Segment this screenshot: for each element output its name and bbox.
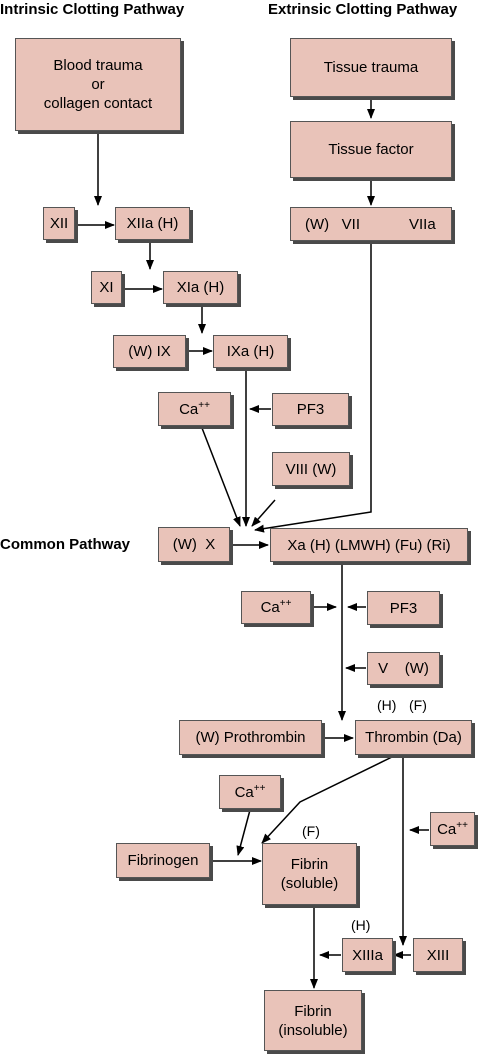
- fibrin-insoluble-box: Fibrin (insoluble): [264, 990, 362, 1051]
- arrow-viia-to-xa: [254, 243, 372, 533]
- tissue-factor-box: Tissue factor: [290, 121, 452, 178]
- factor-ix-box: (W) IX: [113, 335, 186, 368]
- factor-viii-box: VIII (W): [272, 452, 350, 486]
- factor-vii-label: (W) VII: [305, 215, 360, 233]
- factor-xiia-box: XIIa (H): [115, 207, 190, 240]
- calcium-box-3: Ca++: [219, 775, 281, 809]
- calcium-text-1: Ca++: [179, 399, 210, 418]
- calcium-box-2: Ca++: [241, 591, 311, 624]
- calcium-text-4: Ca++: [437, 819, 468, 838]
- fibrin-fondaparinux-label: (F): [302, 823, 320, 839]
- prothrombin-box: (W) Prothrombin: [179, 720, 322, 755]
- factor-xi-box: XI: [91, 271, 122, 304]
- thrombin-heparin-label: (H): [377, 697, 397, 713]
- fibrin-insoluble-line-1: Fibrin: [294, 1002, 332, 1020]
- calcium-box-4: Ca++: [430, 812, 475, 846]
- fibrin-soluble-box: Fibrin (soluble): [262, 843, 357, 905]
- factor-ixa-box: IXa (H): [213, 335, 288, 368]
- blood-trauma-line-1: Blood trauma: [53, 57, 143, 74]
- calcium-text-2: Ca++: [260, 598, 292, 617]
- xiiia-heparin-label: (H): [351, 917, 371, 933]
- factor-xa-box: Xa (H) (LMWH) (Fu) (Ri): [270, 528, 468, 562]
- factor-xia-box: XIa (H): [163, 271, 238, 304]
- factor-xii-box: XII: [43, 207, 75, 240]
- fibrinogen-box: Fibrinogen: [116, 843, 210, 878]
- blood-trauma-line-2: or: [91, 76, 105, 93]
- factor-xiii-box: XIII: [413, 938, 463, 972]
- factor-vii-box: (W) VII VIIa: [290, 207, 452, 241]
- extrinsic-pathway-heading: Extrinsic Clotting Pathway: [268, 1, 458, 18]
- arrow-thrombin-to-fibrin: [261, 756, 393, 844]
- arrow-ca1-to-xa: [201, 427, 241, 527]
- blood-trauma-box: Blood trauma or collagen contact: [15, 38, 181, 131]
- fibrin-insoluble-line-2: (insoluble): [278, 1021, 348, 1039]
- common-pathway-heading: Common Pathway: [0, 536, 131, 553]
- arrow-ca3-to-fibrin: [236, 809, 251, 856]
- factor-viia-label: VIIa: [409, 215, 436, 233]
- factor-x-box: (W) X: [158, 527, 230, 562]
- blood-trauma-line-3: collagen contact: [43, 95, 153, 112]
- fibrin-soluble-line-1: Fibrin: [290, 856, 329, 873]
- intrinsic-pathway-heading: Intrinsic Clotting Pathway: [0, 1, 185, 18]
- thrombin-box: Thrombin (Da): [355, 720, 472, 755]
- factor-xiiia-box: XIIIa: [342, 938, 393, 972]
- fibrin-soluble-line-2: (soluble): [280, 875, 339, 892]
- calcium-box-1: Ca++: [158, 392, 231, 426]
- pf3-box-2: PF3: [367, 591, 440, 625]
- pf3-box-1: PF3: [272, 393, 349, 426]
- factor-v-box: V (W): [367, 652, 440, 685]
- arrow-viii-to-xa: [251, 499, 276, 527]
- tissue-trauma-box: Tissue trauma: [290, 38, 452, 97]
- calcium-text-3: Ca++: [234, 782, 266, 801]
- thrombin-fondaparinux-label: (F): [409, 697, 427, 713]
